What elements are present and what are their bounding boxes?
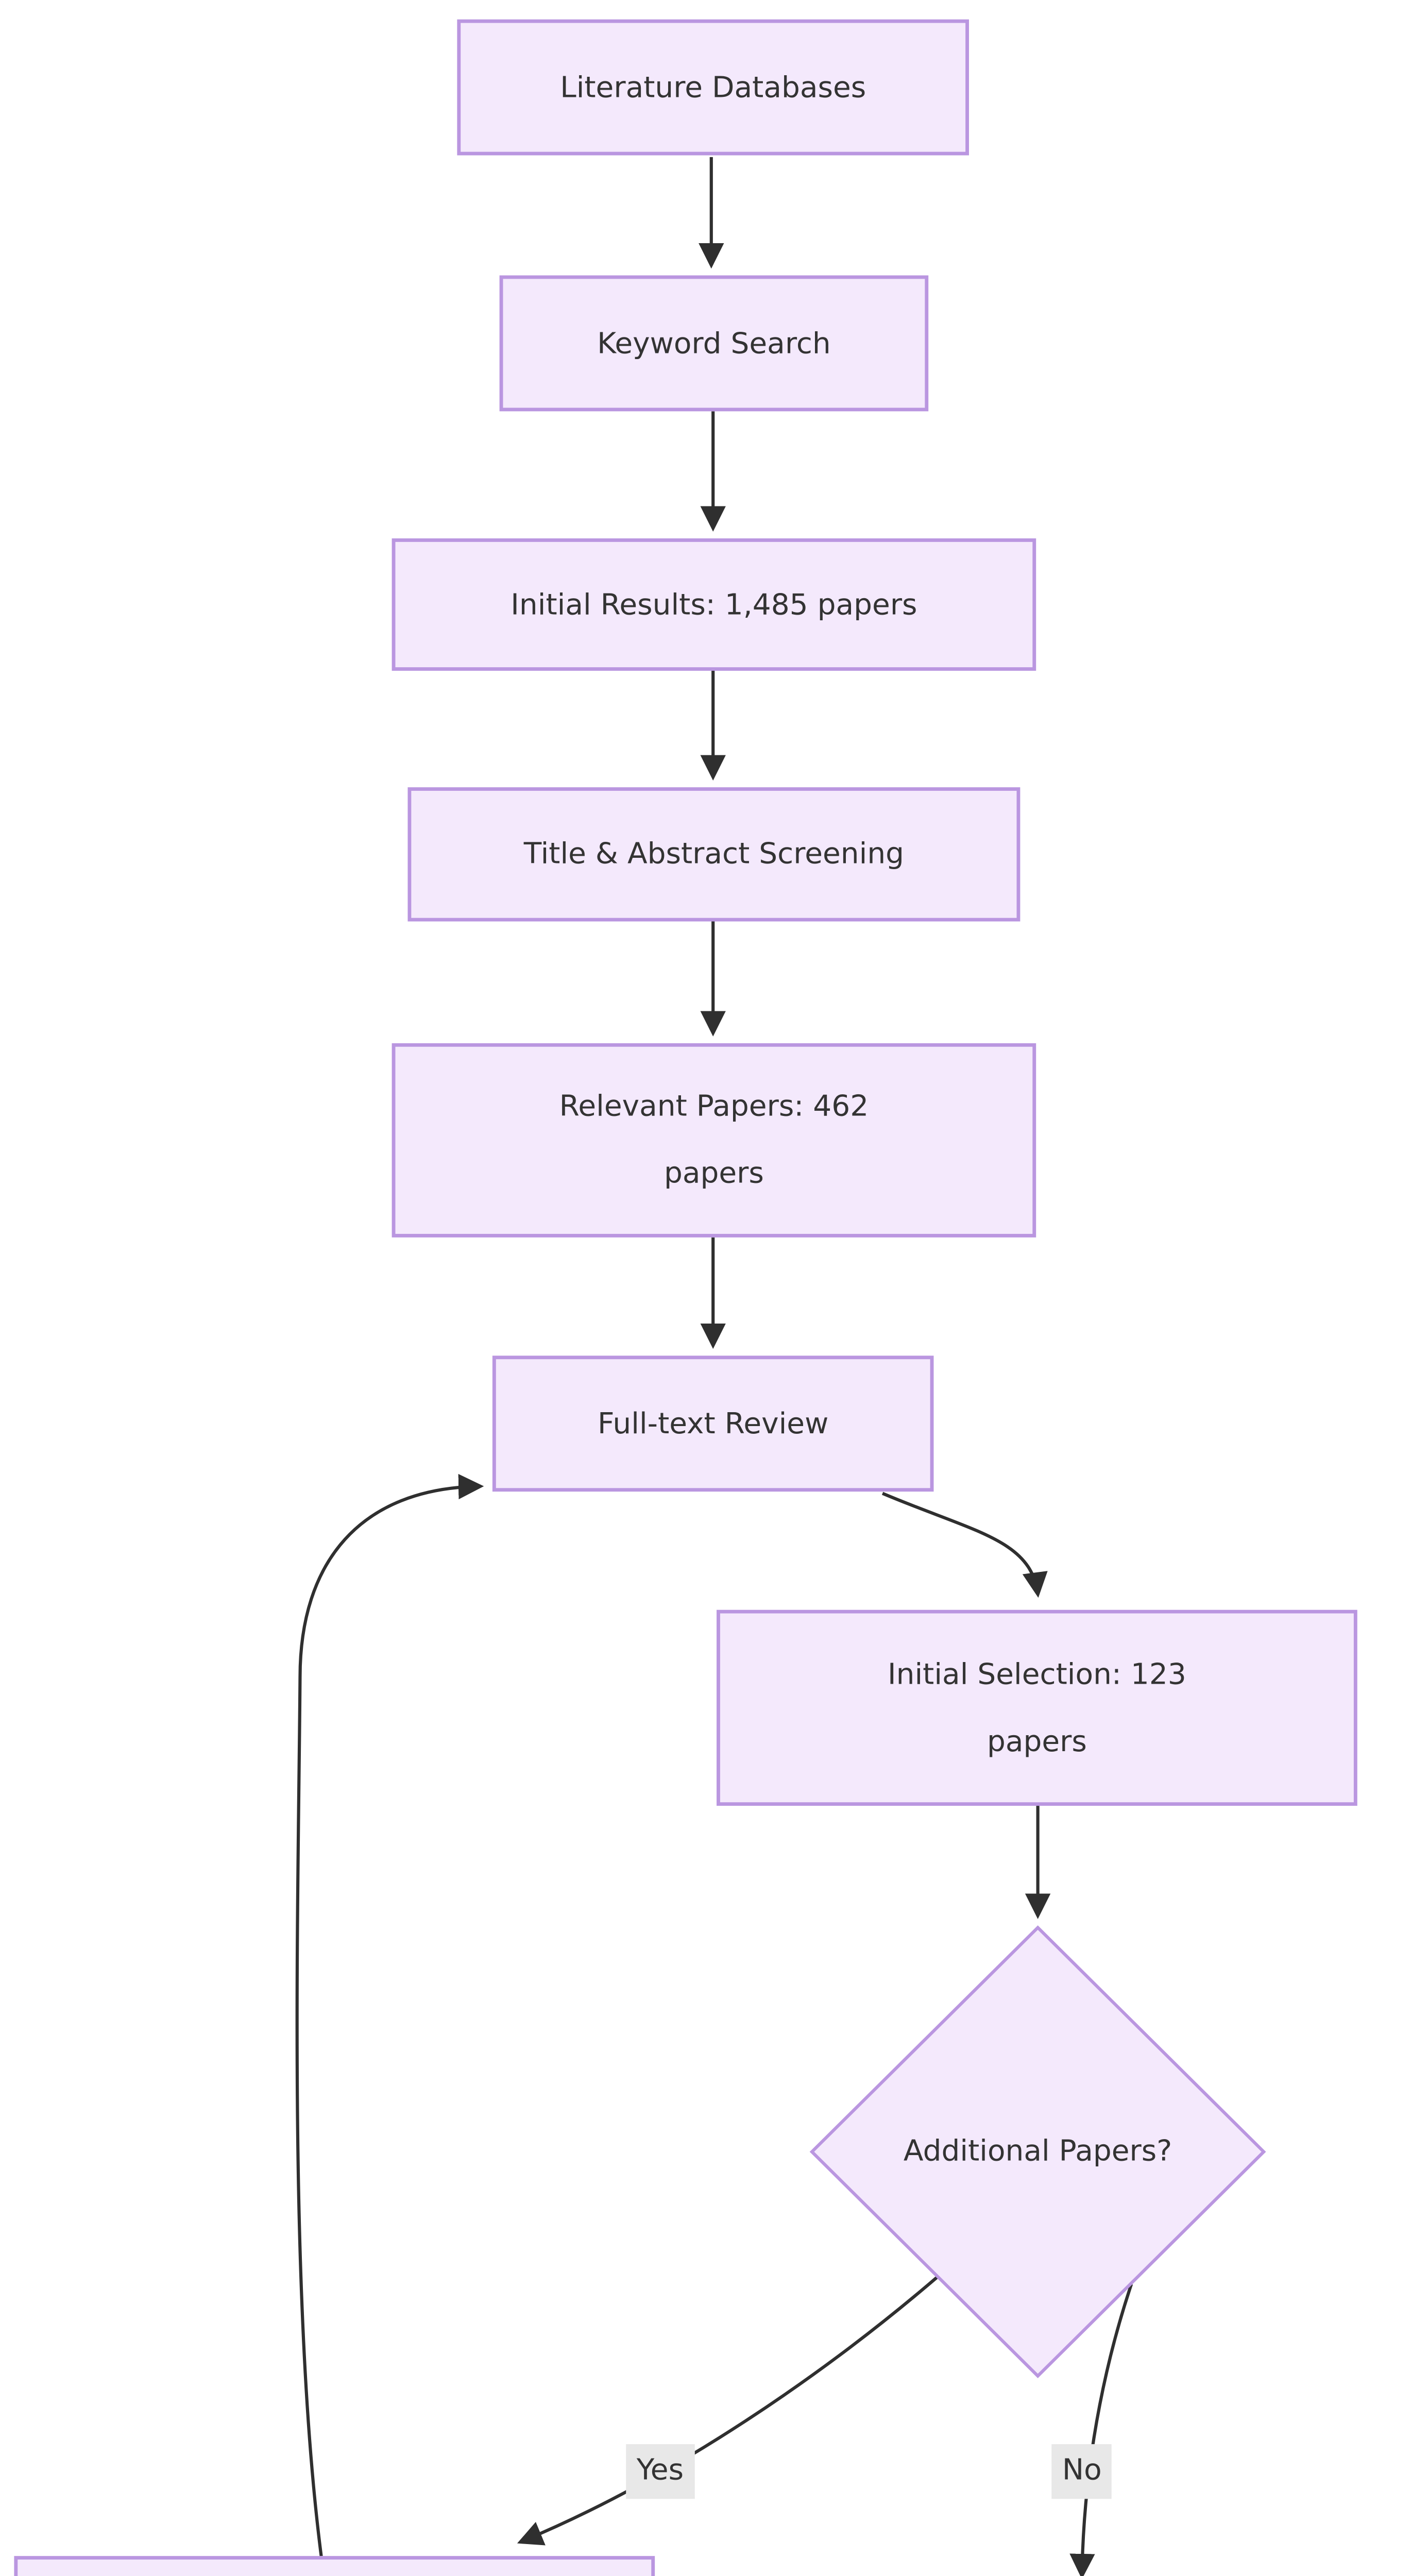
- node-literature-databases-label: Literature Databases: [560, 70, 866, 104]
- node-initial-results: Initial Results: 1,485 papers: [392, 538, 1036, 671]
- edge-additional-searches-loop-to-fulltext: [295, 1473, 484, 2556]
- edge-fulltext-to-initial-selection: [881, 1492, 1048, 1598]
- node-keyword-search-label: Keyword Search: [597, 326, 831, 360]
- node-relevant-papers: Relevant Papers: 462 papers: [392, 1043, 1036, 1238]
- node-title-abstract-screening: Title & Abstract Screening: [407, 787, 1020, 922]
- node-keyword-search: Keyword Search: [499, 275, 929, 412]
- edge-label-yes: Yes: [626, 2444, 694, 2499]
- edge-decision-yes-to-additional-searches: [517, 2276, 939, 2546]
- node-initial-selection-label: Initial Selection: 123 papers: [887, 1656, 1186, 1757]
- node-additional-searches: Additional Searches & Recommendations: [14, 2556, 655, 2576]
- node-initial-selection: Initial Selection: 123 papers: [717, 1609, 1357, 1806]
- node-literature-databases: Literature Databases: [457, 19, 969, 156]
- node-title-abstract-screening-label: Title & Abstract Screening: [523, 837, 905, 871]
- node-additional-papers-label: Additional Papers?: [903, 2134, 1172, 2168]
- edge-decision-no-to-final-selection: [1069, 2283, 1133, 2576]
- node-relevant-papers-label: Relevant Papers: 462 papers: [559, 1089, 869, 1190]
- node-additional-papers-diamond: [809, 1925, 1266, 2379]
- node-initial-results-label: Initial Results: 1,485 papers: [511, 587, 917, 621]
- node-full-text-review: Full-text Review: [492, 1355, 934, 1492]
- node-full-text-review-label: Full-text Review: [597, 1406, 829, 1440]
- edge-label-no: No: [1051, 2444, 1113, 2499]
